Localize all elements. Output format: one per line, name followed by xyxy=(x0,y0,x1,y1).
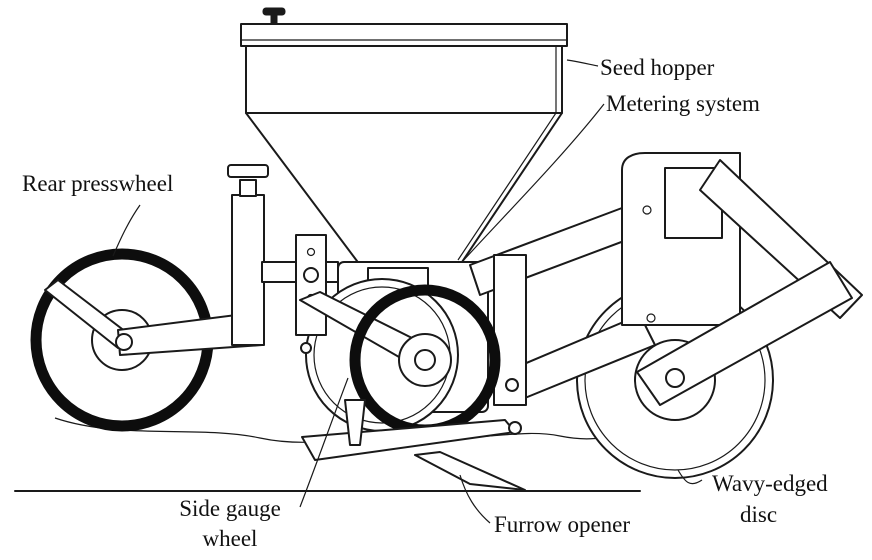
leader-wavy-edged-disc xyxy=(677,469,703,485)
label-side-gauge-wheel-line2: wheel xyxy=(202,526,258,551)
label-rear-presswheel: Rear presswheel xyxy=(22,171,174,196)
leader-lines xyxy=(112,59,703,524)
hopper-funnel xyxy=(245,112,563,266)
label-side-gauge-wheel-line1: Side gauge xyxy=(179,496,281,521)
depth-bracket xyxy=(295,234,327,336)
label-wavy-edged-disc-line2: disc xyxy=(740,502,778,527)
hopper-body xyxy=(245,45,563,114)
seed-hopper xyxy=(240,7,568,266)
rear-presswheel xyxy=(30,248,263,432)
lid-knob-stem xyxy=(270,13,278,25)
rear-hub-bolt xyxy=(115,333,133,351)
hopper-lid xyxy=(240,23,568,47)
label-wavy-edged-disc-line1: Wavy-edged xyxy=(712,471,828,496)
rear-post xyxy=(231,194,265,346)
leader-furrow-opener xyxy=(459,474,491,524)
leader-seed-hopper xyxy=(566,59,599,67)
disc-arm xyxy=(636,261,853,406)
gauge-hub-bolt xyxy=(414,349,436,371)
label-seed-hopper: Seed hopper xyxy=(600,55,715,80)
label-furrow-opener: Furrow opener xyxy=(494,512,631,537)
label-metering-system: Metering system xyxy=(606,91,760,116)
leader-metering-system xyxy=(461,103,605,263)
furrow-opener xyxy=(300,342,526,491)
leader-rear-presswheel xyxy=(112,204,141,257)
front-linkage xyxy=(469,152,863,406)
opener-blade xyxy=(414,451,526,491)
disc-hub-bolt xyxy=(665,368,685,388)
center-bracket xyxy=(295,234,327,336)
leader-side-gauge-wheel xyxy=(299,377,349,508)
adjuster-knob xyxy=(227,164,269,178)
gauge-wheel-front xyxy=(299,284,501,436)
